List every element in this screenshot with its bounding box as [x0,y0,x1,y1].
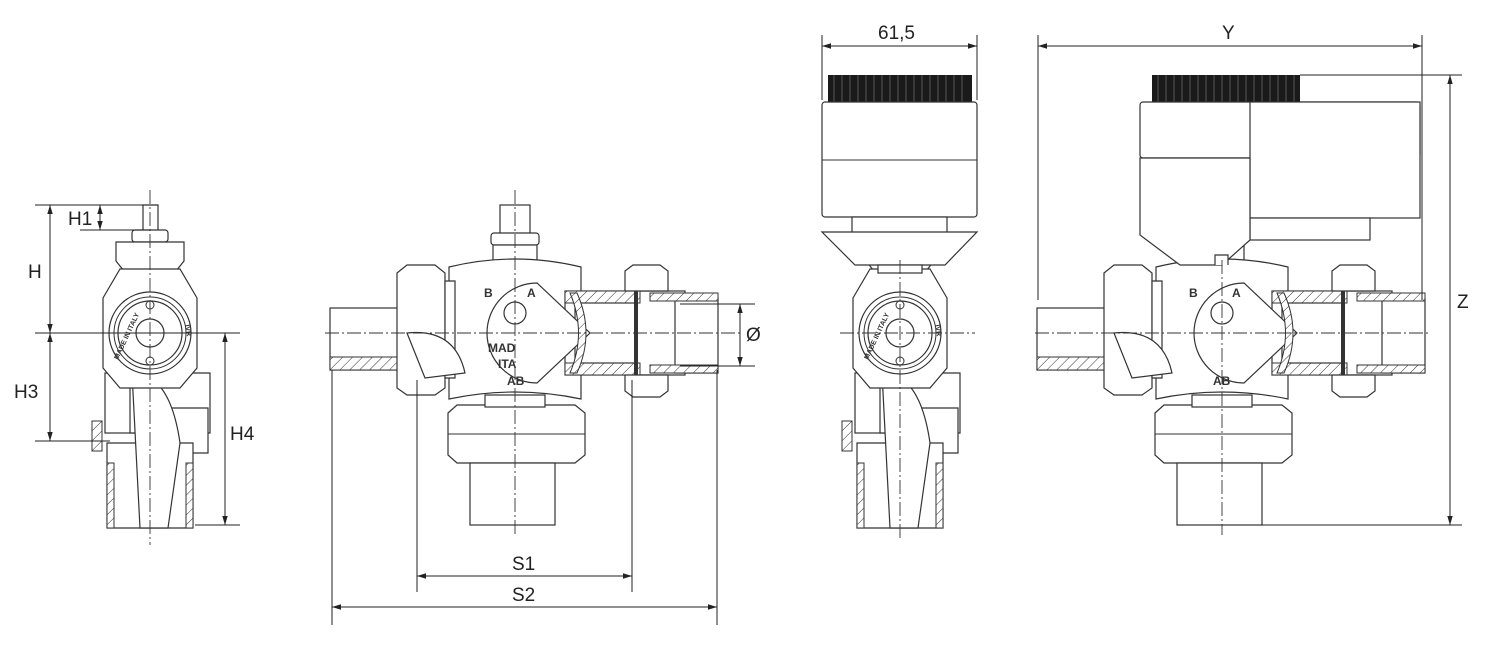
dimension-h3: H3 [14,382,38,403]
port-a-label: A [1232,286,1241,300]
dimension-actuator-width: 61,5 [878,23,915,44]
port-a-label: A [527,286,536,300]
brand-marking: IVR [183,324,192,337]
brand-marking: IVR [933,324,942,337]
front-view-with-actuator: B A AB Y Z [1035,23,1469,535]
port-b-label: B [1189,286,1198,300]
dimension-h4: H4 [230,424,255,445]
dimension-s2: S2 [512,585,535,606]
actuator [1139,75,1421,266]
side-view: MADE IN ITALY IVR H1 H H3 H4 [14,190,255,545]
side-view-with-actuator: MADE IN ITALY IVR 61,5 [820,23,979,540]
dimension-s1: S1 [512,554,535,575]
front-view: B A MAD ITA AB S1 S2 Ø [325,190,761,625]
made-marking: MAD [488,341,516,355]
port-ab-label: AB [507,374,525,388]
dimension-y: Y [1222,23,1235,44]
port-ab-label: AB [1213,374,1231,388]
dimension-diameter: Ø [746,325,761,346]
port-b-label: B [484,286,493,300]
dimension-h: H [28,262,42,283]
actuator [820,75,979,274]
dimension-h1: H1 [68,209,92,230]
italy-marking: ITA [498,357,517,371]
dimension-z: Z [1457,292,1469,313]
